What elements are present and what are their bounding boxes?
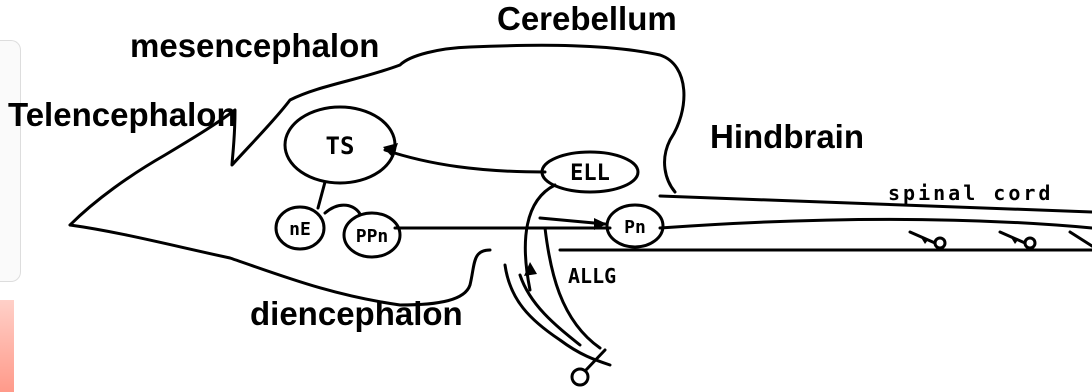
ts-to-ne <box>318 182 325 208</box>
cerebellum-label: Cerebellum <box>497 0 677 38</box>
brain-outline <box>70 45 684 225</box>
ell-label: ELL <box>570 161 610 186</box>
ne-label: nE <box>289 219 311 240</box>
brain-lower-outline <box>70 225 490 305</box>
ne-to-ppn <box>325 205 360 214</box>
diencephalon-label: diencephalon <box>250 295 463 333</box>
ppn-label: PPn <box>356 226 389 247</box>
mesencephalon-label: mesencephalon <box>130 27 379 65</box>
ell-to-ts <box>385 150 545 172</box>
hindbrain-label: Hindbrain <box>710 118 864 156</box>
telencephalon-label: Telencephalon <box>8 96 237 134</box>
spinal-cord-label: spinal cord <box>888 181 1053 205</box>
pn-right-tract <box>660 219 1092 228</box>
allg-nerve-right <box>545 228 600 348</box>
pn-label: Pn <box>624 217 646 238</box>
ts-label: TS <box>326 132 355 160</box>
allg-label: ALLG <box>568 264 616 288</box>
